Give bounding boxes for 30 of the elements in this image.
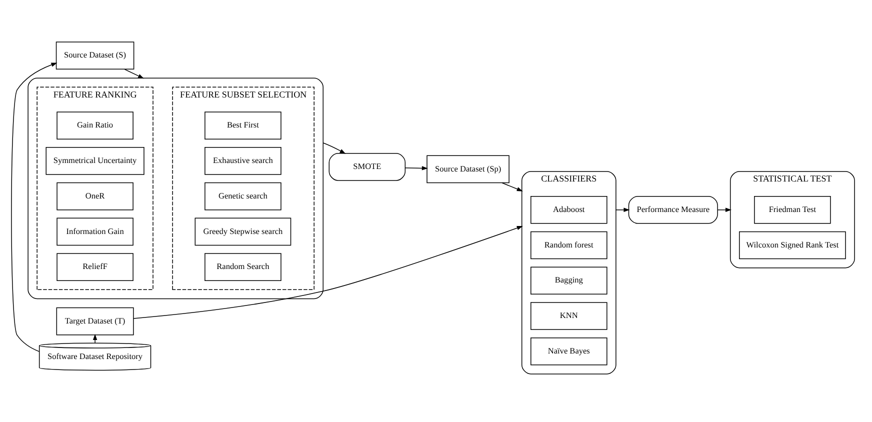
node-box: Gain Ratio	[56, 112, 134, 140]
node-box: Exhaustive search	[204, 147, 282, 175]
arrow	[124, 68, 144, 79]
arrow	[11, 62, 58, 352]
node-box: Source Dataset (S)	[56, 42, 134, 70]
arrow	[322, 142, 346, 154]
node-box: Adaboost	[530, 196, 608, 224]
node-box: Target Dataset (T)	[56, 307, 134, 336]
node-box: Symmetrical Uncertainty	[46, 147, 144, 175]
node-box: Wilcoxon Signed Rank Test	[739, 231, 846, 260]
node-box: Naïve Bayes	[530, 337, 608, 366]
arrow	[404, 166, 428, 170]
arrow	[92, 334, 98, 344]
node-box: SMOTE	[328, 153, 406, 181]
node-box: KNN	[530, 302, 608, 330]
node-box: OneR	[56, 182, 134, 210]
node-box: Random forest	[530, 231, 608, 260]
cluster	[28, 78, 324, 300]
node-box: Source Dataset (Sp)	[426, 155, 510, 184]
node-box: Random Search	[204, 253, 282, 281]
node-box: Bagging	[530, 266, 608, 295]
arrow	[133, 226, 523, 319]
node-box: Performance Measure	[628, 196, 718, 224]
node-box: ReliefF	[56, 253, 134, 281]
node-box: Greedy Stepwise search	[194, 218, 292, 246]
node-box: Friedman Test	[754, 196, 831, 224]
node-box: Information Gain	[56, 218, 134, 246]
node-box: Best First	[204, 112, 282, 140]
node-box: Genetic search	[204, 182, 282, 210]
arrow	[502, 182, 523, 192]
